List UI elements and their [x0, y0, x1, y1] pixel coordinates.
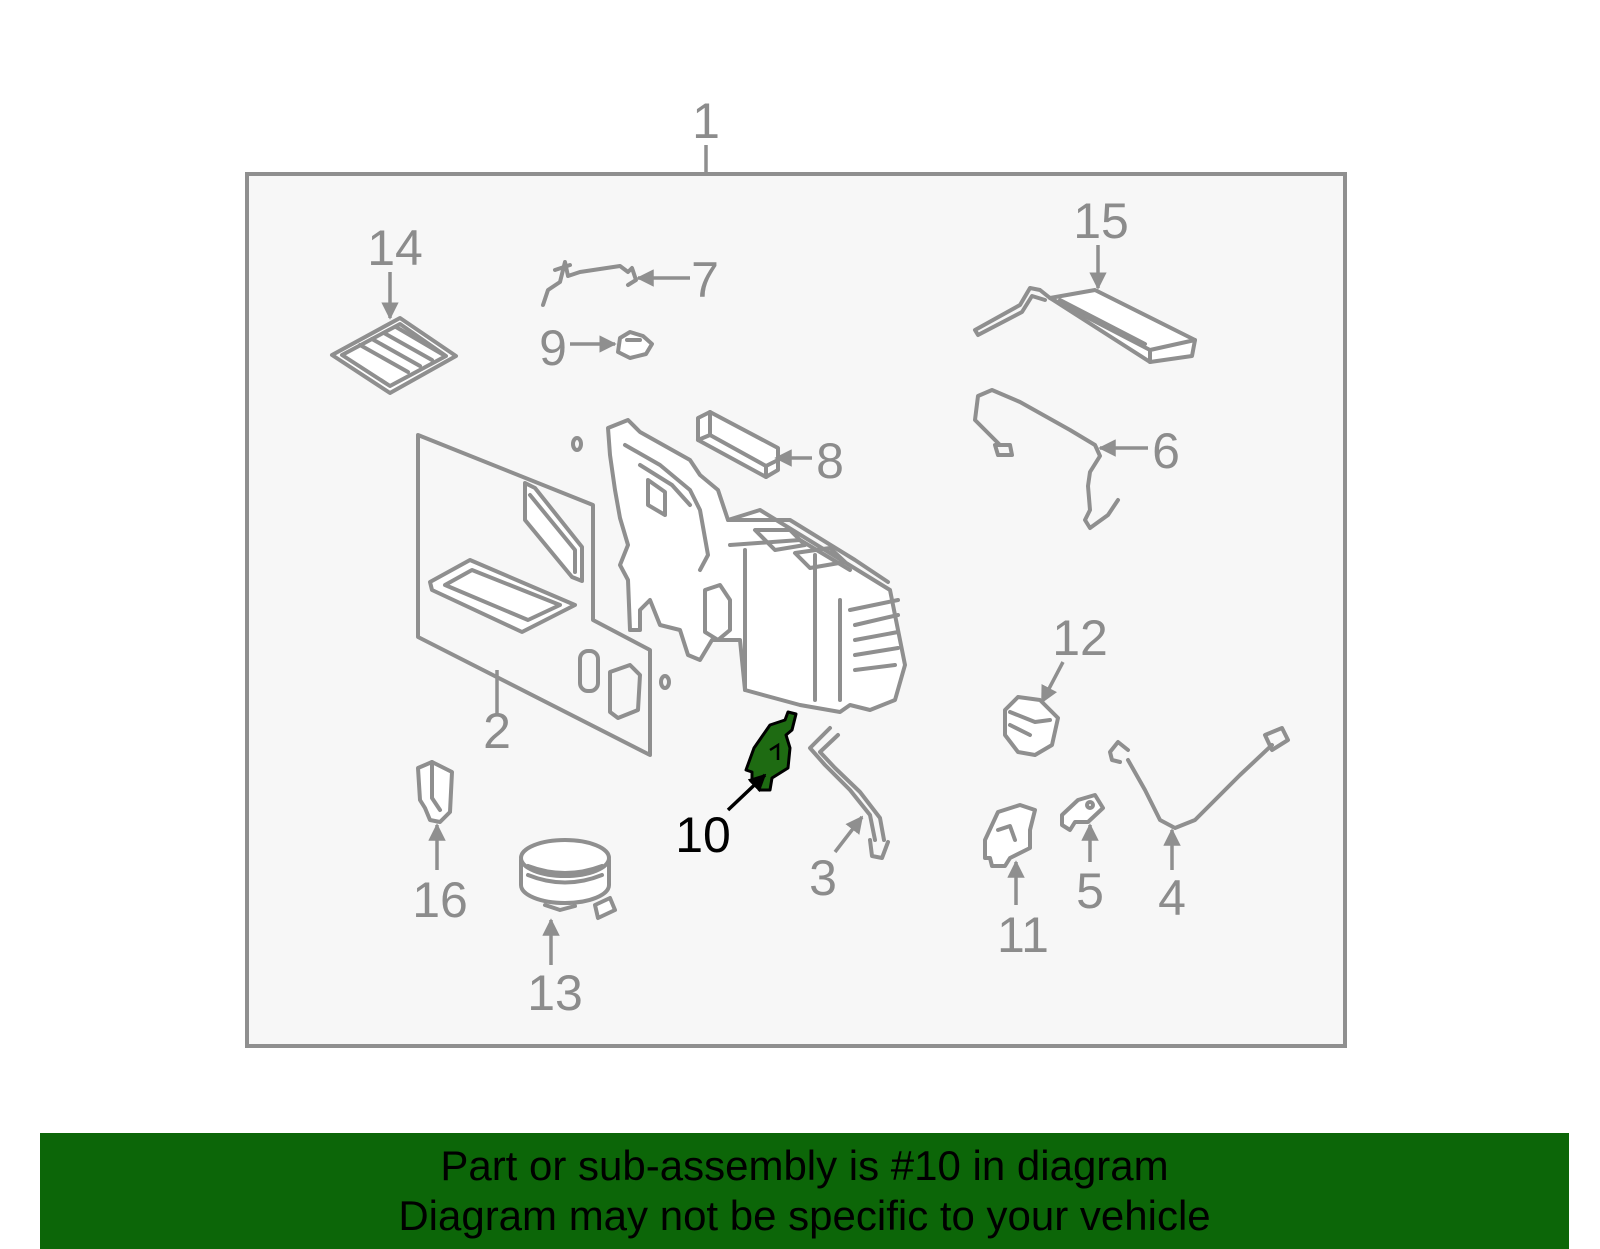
part-11-actuator[interactable] — [983, 803, 1037, 868]
part-8-actuator[interactable] — [696, 410, 780, 479]
part-14-filter[interactable] — [330, 316, 458, 395]
callout-11[interactable]: 11 — [997, 907, 1049, 963]
part-4-sensor[interactable] — [1108, 726, 1290, 830]
part-15-evaporator[interactable] — [973, 286, 1197, 364]
callout-10[interactable]: 10 — [675, 807, 731, 863]
callout-6[interactable]: 6 — [1152, 423, 1180, 479]
callout-12[interactable]: 12 — [1052, 610, 1108, 666]
callout-8[interactable]: 8 — [816, 433, 844, 489]
part-2-panel[interactable] — [416, 433, 671, 757]
part-6-pipe[interactable] — [973, 388, 1120, 530]
part-13-blower-motor[interactable] — [519, 838, 617, 920]
callout-16[interactable]: 16 — [412, 872, 468, 928]
part-16-clip[interactable] — [416, 760, 454, 824]
callout-7[interactable]: 7 — [691, 252, 719, 308]
callout-1[interactable]: 1 — [692, 93, 720, 149]
callout-12-leader — [1040, 661, 1065, 704]
callout-10-leader — [726, 773, 767, 812]
part-5-bracket[interactable] — [1060, 793, 1105, 832]
banner-part-notice: Part or sub-assembly is #10 in diagram — [440, 1142, 1169, 1189]
callout-3-leader — [833, 815, 864, 854]
heater-case — [606, 418, 907, 714]
callout-9[interactable]: 9 — [539, 320, 567, 376]
callout-5[interactable]: 5 — [1076, 863, 1104, 919]
callout-4[interactable]: 4 — [1158, 870, 1186, 926]
callout-13[interactable]: 13 — [527, 965, 583, 1021]
callout-15[interactable]: 15 — [1073, 193, 1129, 249]
part-9-clip[interactable] — [616, 330, 654, 360]
info-banner: Part or sub-assembly is #10 in diagram D… — [40, 1133, 1569, 1249]
part-7-rod[interactable] — [541, 260, 638, 307]
banner-disclaimer: Diagram may not be specific to your vehi… — [398, 1192, 1211, 1239]
callout-14[interactable]: 14 — [367, 220, 423, 276]
callout-2[interactable]: 2 — [483, 703, 511, 759]
part-12-connector[interactable] — [1003, 695, 1060, 757]
callout-3[interactable]: 3 — [809, 850, 837, 906]
part-3-hose[interactable] — [808, 726, 890, 860]
